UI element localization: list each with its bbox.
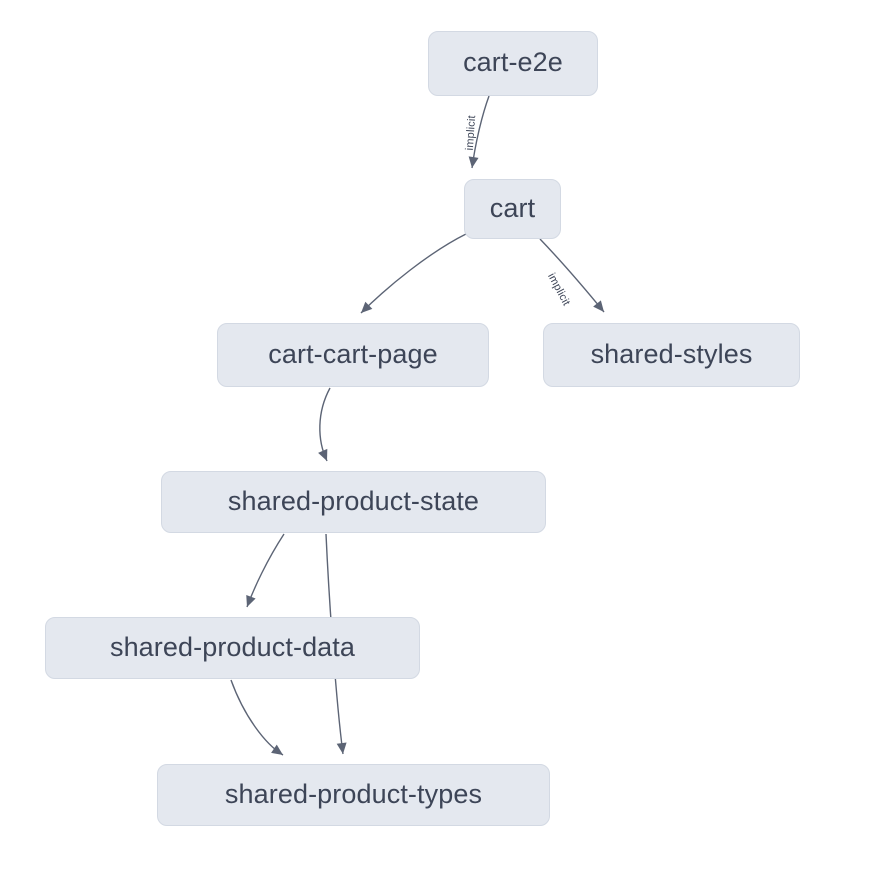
graph-edge-arrowhead xyxy=(318,448,328,461)
graph-edge-arrowhead xyxy=(246,594,256,607)
graph-node-shared-product-data[interactable]: shared-product-data xyxy=(45,617,420,679)
graph-node-shared-styles[interactable]: shared-styles xyxy=(543,323,800,387)
graph-edge-arrowhead xyxy=(593,300,604,312)
graph-node-label: shared-product-state xyxy=(227,485,480,516)
graph-node-label: shared-styles xyxy=(590,338,753,369)
graph-node-label: cart-cart-page xyxy=(268,338,438,369)
graph-edge-arrowhead xyxy=(468,156,479,168)
graph-node-cart-cart-page[interactable]: cart-cart-page xyxy=(217,323,489,387)
graph-node-label: shared-product-data xyxy=(109,631,356,662)
graph-node-cart-e2e[interactable]: cart-e2e xyxy=(428,31,598,96)
graph-edge-cart-e2e__cart xyxy=(471,95,490,169)
graph-edge-arrowhead xyxy=(336,742,347,754)
graph-edge-arrowhead xyxy=(361,301,373,313)
graph-node-label: cart xyxy=(489,192,536,223)
graph-edge-arrowhead xyxy=(271,744,283,755)
graph-node-cart[interactable]: cart xyxy=(464,179,561,239)
graph-edge-cart__cart-cart-page xyxy=(360,233,467,314)
graph-node-shared-product-state[interactable]: shared-product-state xyxy=(161,471,546,533)
graph-edge-cart__shared-styles xyxy=(539,238,605,313)
graph-edge-shared-product-data__shared-product-types xyxy=(230,679,284,756)
graph-edge-label-cart-e2e-cart: implicit xyxy=(464,115,478,151)
graph-node-shared-product-types[interactable]: shared-product-types xyxy=(157,764,550,826)
graph-node-label: shared-product-types xyxy=(224,778,483,809)
graph-node-label: cart-e2e xyxy=(463,47,563,77)
graph-edge-label-cart-shared-styles: implicit xyxy=(545,271,572,308)
graph-edge-shared-product-state__shared-product-data xyxy=(246,533,285,608)
graph-edge-cart-cart-page__shared-product-state xyxy=(319,387,331,462)
